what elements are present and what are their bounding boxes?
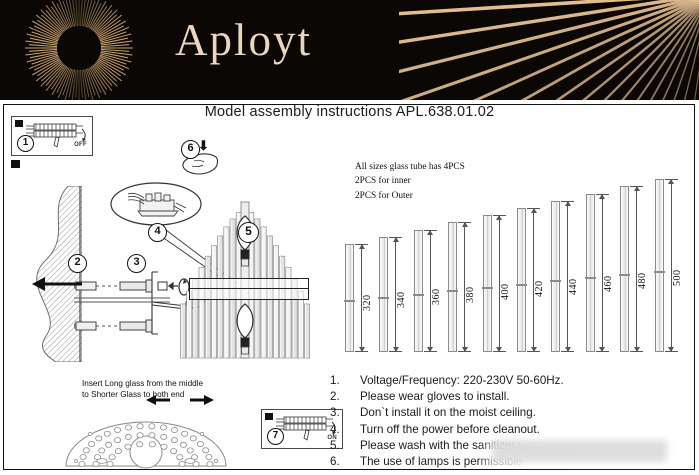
glass-tube-size-label: 460 [603,275,614,292]
glass-tube-joint [413,294,424,296]
instruction-text: Please wear gloves to install. [360,389,510,405]
instruction-row: 1.Voltage/Frequency: 220-230V 50-60Hz. [330,373,698,389]
brand-banner: Aployt [0,0,699,100]
step-1-diagram: 1 OFF [11,116,93,156]
glass-tube-body [551,201,560,352]
glass-tube-size-chart: 320 340 360 380 400 420 440 460 480 500 [345,172,693,352]
glass-tube-body [655,179,664,352]
glass-tube-joint [516,284,527,286]
step-number-3: 3 [127,254,146,273]
sunburst-icon [14,0,144,100]
print-smudge [492,440,667,462]
glass-tube-item: 460 [586,194,616,352]
step-number-4: 4 [148,223,167,242]
corner-marker-2 [11,160,20,168]
glass-tube-size-label: 320 [362,294,373,311]
glass-tube-body [448,222,457,352]
glass-tube-joint [550,280,561,282]
glass-tube-size-label: 500 [672,270,683,287]
instruction-row: 2.Please wear gloves to install. [330,389,698,405]
glass-tube-body [517,208,526,352]
glass-tube-joint [585,277,596,279]
instruction-text: Don`t install it on the moist ceiling. [360,405,536,421]
direction-arrow-step2 [30,276,82,292]
instruction-number: 5. [330,438,360,454]
glass-tube-body [586,194,595,352]
glass-tube-item: 360 [414,230,444,352]
glass-tube-item: 380 [448,222,478,352]
dimension-line [671,179,672,352]
brand-name: Aployt [175,18,312,63]
glass-tube-item: 320 [345,244,375,352]
glass-tube-size-label: 440 [568,278,579,295]
instruction-number: 2. [330,389,360,405]
step-number-5: 5 [238,222,259,243]
glass-tube-item: 340 [379,237,409,352]
glass-tube-joint [447,290,458,292]
step-number-7: 7 [267,428,284,445]
instruction-text: Voltage/Frequency: 220-230V 50-60Hz. [360,373,564,389]
glass-tube-item: 400 [483,215,513,352]
step-number-1: 1 [17,135,34,152]
instruction-number: 4. [330,422,360,438]
step-number-2: 2 [68,254,87,273]
glass-tube-body [483,215,492,352]
instruction-row: 4.Turn off the power before cleanout. [330,422,698,438]
glass-tube-joint [378,297,389,299]
dimension-line [602,194,603,352]
instruction-number: 3. [330,405,360,421]
glass-tube-item: 420 [517,208,547,352]
dimension-line [636,186,637,352]
glass-tube-size-label: 400 [500,284,511,301]
glass-tube-joint [482,287,493,289]
dimension-line [567,201,568,352]
glass-tube-joint [619,274,630,276]
mounting-bracket [189,278,309,300]
instruction-text: Turn off the power before cleanout. [360,422,540,438]
insert-direction-arrows [140,393,220,405]
mounting-plate-illustration [62,418,230,470]
glass-tube-joint [654,271,665,273]
wall-section-illustration [6,186,82,362]
glass-tube-item: 440 [551,201,581,352]
insert-arrow-down-icon: ⬇ [198,139,209,152]
glass-tube-body [379,237,388,352]
glass-tube-item: 500 [655,179,685,352]
instruction-number: 1. [330,373,360,389]
glass-tube-item: 480 [620,186,650,352]
glass-tube-size-label: 480 [637,273,648,290]
glass-tube-joint [344,300,355,302]
glass-tube-body [414,230,423,352]
glass-tube-size-label: 420 [534,281,545,298]
glass-tube-size-label: 360 [431,289,442,306]
glass-tube-body [620,186,629,352]
instruction-number: 6. [330,454,360,470]
glass-tube-body [345,244,354,352]
radiating-rays-icon [399,0,699,100]
instruction-row: 3.Don`t install it on the moist ceiling. [330,405,698,421]
switch-off-label: OFF [74,142,87,148]
glass-tube-size-label: 340 [396,292,407,309]
glass-tube-size-label: 380 [465,286,476,303]
